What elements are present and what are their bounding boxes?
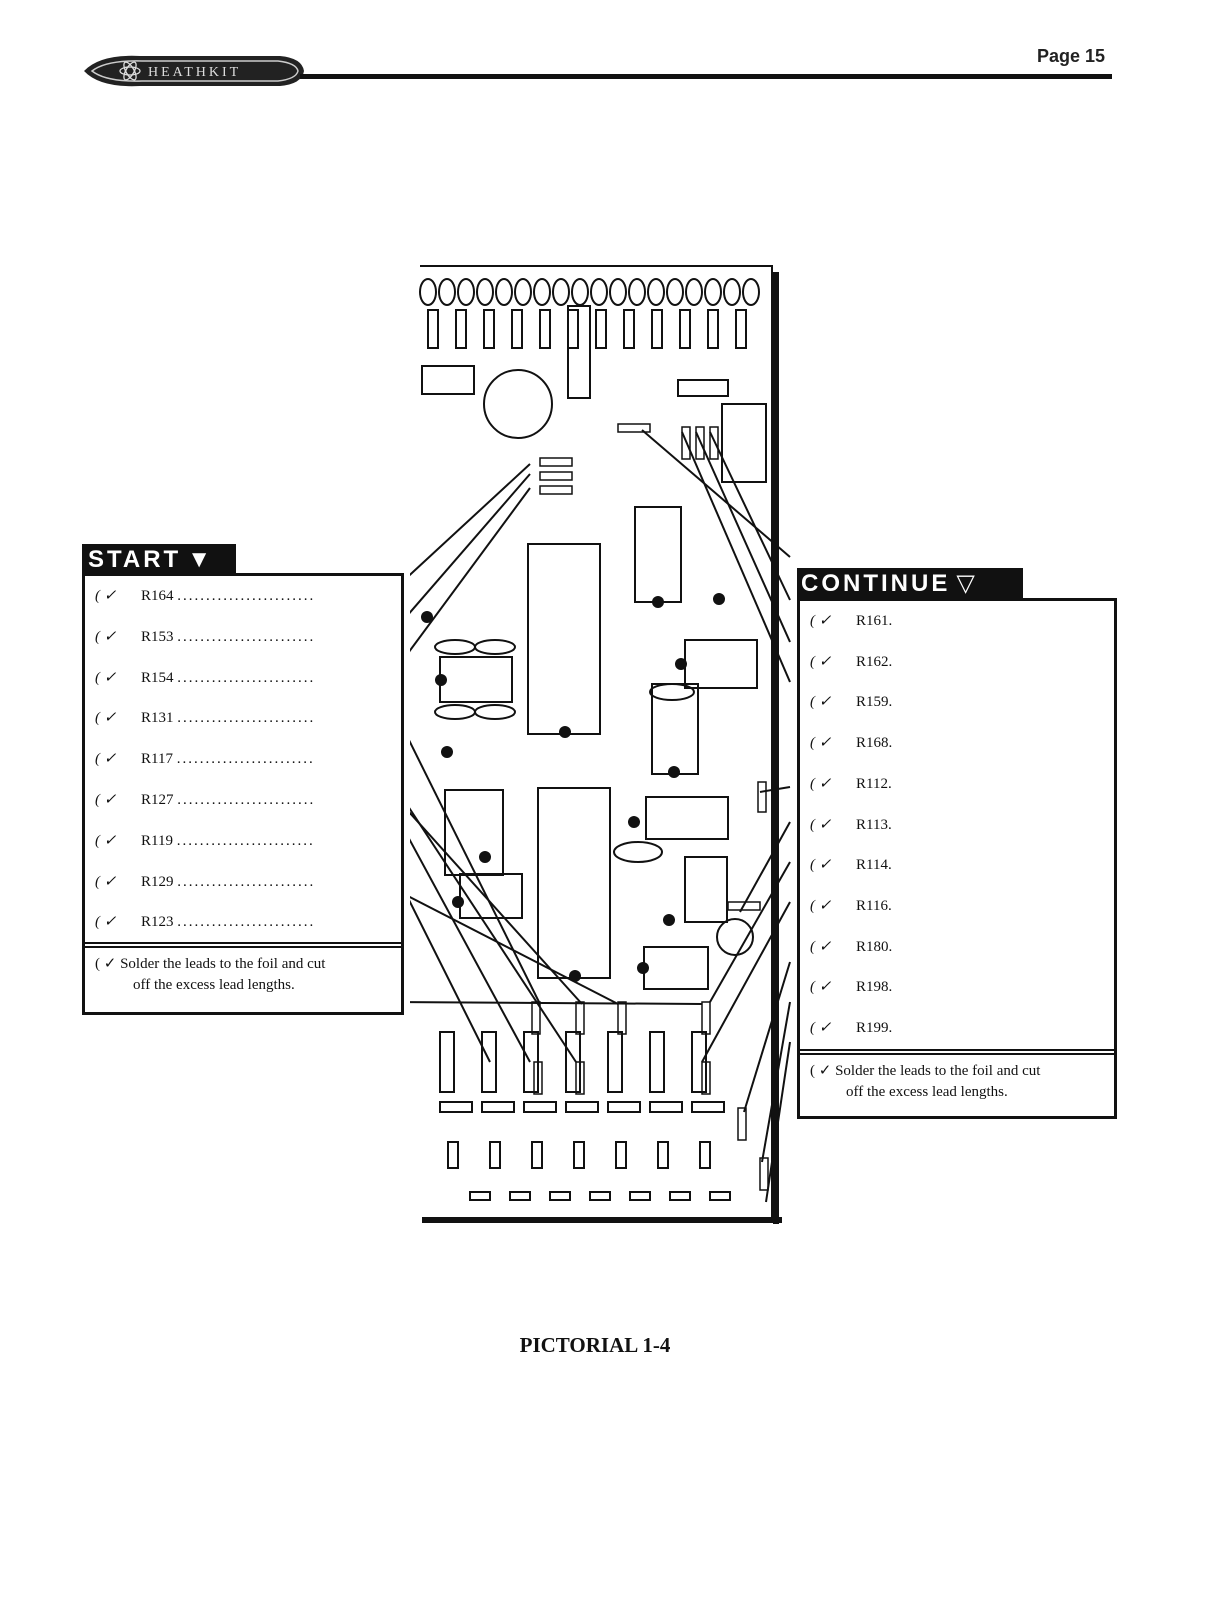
checkbox[interactable]: ( ✓	[810, 938, 832, 955]
checklist-item: ( ✓ R159.	[810, 692, 892, 711]
resistor-label: R162.	[856, 653, 893, 670]
solder-note: ( ✓ Solder the leads to the foil and cut…	[95, 954, 325, 996]
checklist-item: ( ✓ R180.	[810, 937, 892, 956]
continue-title: CONTINUE	[801, 570, 951, 597]
solder-note-check[interactable]: ( ✓	[810, 1063, 832, 1079]
checklist-item: ( ✓ R154 ........................	[95, 668, 315, 687]
checkbox[interactable]: ( ✓	[810, 979, 832, 996]
checklist-item: ( ✓ R127 ........................	[95, 790, 315, 809]
checkbox[interactable]: ( ✓	[95, 710, 117, 727]
divider	[800, 1053, 1114, 1055]
checklist-item: ( ✓ R129 ........................	[95, 872, 315, 891]
resistor-label: R127	[141, 792, 174, 808]
checklist-item: ( ✓ R168.	[810, 733, 892, 752]
checkbox[interactable]: ( ✓	[810, 897, 832, 914]
resistor-label: R116.	[856, 897, 892, 914]
checkbox[interactable]: ( ✓	[95, 588, 117, 604]
resistor-label: R154	[141, 669, 174, 686]
checklist-item: ( ✓ R161.	[810, 611, 892, 630]
resistor-label: R161.	[856, 613, 893, 629]
resistor-label: R159.	[856, 694, 893, 711]
figure-caption: PICTORIAL 1-4	[519, 1333, 671, 1357]
start-checklist: ( ✓R164 ........................( ✓R153 …	[82, 573, 404, 1015]
solder-note: ( ✓ Solder the leads to the foil and cut…	[810, 1061, 1040, 1103]
checklist-item: ( ✓ R162.	[810, 652, 892, 671]
checkbox[interactable]: ( ✓	[95, 832, 117, 849]
divider	[85, 946, 401, 948]
leader-dots: ........................	[177, 628, 316, 645]
resistor-label: R117	[141, 751, 173, 768]
atom-icon	[119, 61, 141, 81]
start-tab: START▼	[82, 544, 236, 576]
checklist-item: ( ✓ R131 ........................	[95, 708, 315, 727]
solder-note-check[interactable]: ( ✓	[95, 956, 117, 972]
resistor-label: R199.	[856, 1020, 893, 1036]
checklist-item: ( ✓ R164 ........................	[95, 586, 315, 605]
resistor-label: R113.	[856, 816, 892, 833]
resistor-label: R153	[141, 628, 174, 645]
checkbox[interactable]: ( ✓	[810, 653, 832, 670]
checklist-item: ( ✓ R153 ........................	[95, 627, 315, 646]
checkbox[interactable]: ( ✓	[810, 1020, 832, 1036]
checkbox[interactable]: ( ✓	[810, 735, 832, 752]
brand-text: HEATHKIT	[148, 65, 241, 80]
checkbox[interactable]: ( ✓	[810, 857, 832, 874]
resistor-label: R123	[141, 914, 174, 931]
leader-dots: ........................	[177, 588, 316, 604]
resistor-label: R180.	[856, 938, 893, 955]
start-title: START	[88, 546, 182, 573]
leader-dots: ........................	[176, 751, 315, 768]
checklist-item: ( ✓ R117 ........................	[95, 749, 315, 768]
checklist-item: ( ✓ R113.	[810, 815, 892, 834]
resistor-label: R129	[141, 873, 174, 890]
checkbox[interactable]: ( ✓	[95, 669, 117, 686]
continue-checklist: ( ✓ R161. ( ✓ R162. ( ✓ R159. ( ✓ R168. ( ✓ R112.…	[797, 598, 1117, 1119]
leader-dots: ........................	[177, 669, 316, 686]
solder-note-line1: Solder the leads to the foil and cut	[835, 1063, 1041, 1079]
checkbox[interactable]: ( ✓	[810, 775, 832, 792]
resistor-label: R168.	[856, 735, 893, 752]
checkbox[interactable]: ( ✓	[95, 792, 117, 808]
checklist-item: ( ✓ R119 ........................	[95, 831, 315, 850]
checkbox[interactable]: ( ✓	[95, 628, 117, 645]
circuit-board-pictorial	[410, 265, 791, 1224]
leader-dots: ........................	[177, 792, 316, 808]
checklist-item: ( ✓ R198.	[810, 977, 892, 996]
checkbox[interactable]: ( ✓	[810, 816, 832, 833]
solder-note-line2: off the excess lead lengths.	[133, 977, 295, 993]
arrow-down-outline-icon: ▽	[956, 570, 978, 597]
leader-dots: ........................	[177, 914, 316, 931]
continue-tab: CONTINUE▽	[797, 568, 1023, 600]
divider	[800, 1049, 1114, 1051]
page-number: Page 15	[1036, 46, 1105, 66]
checklist-item: ( ✓ R114.	[810, 855, 892, 874]
header-rule	[300, 74, 1112, 79]
arrow-down-icon: ▼	[187, 546, 214, 573]
leader-dots: ........................	[177, 710, 316, 727]
checkbox[interactable]: ( ✓	[95, 751, 117, 768]
resistor-label: R164	[141, 588, 174, 604]
checkbox[interactable]: ( ✓	[810, 613, 832, 629]
leader-dots: ........................	[176, 832, 315, 849]
checklist-item: ( ✓ R116.	[810, 896, 892, 915]
checkbox[interactable]: ( ✓	[810, 694, 832, 711]
heathkit-logo: HEATHKIT	[84, 55, 304, 87]
leader-dots: ........................	[177, 873, 316, 890]
divider	[85, 942, 401, 944]
resistor-label: R119	[141, 832, 173, 849]
checklist-item: ( ✓ R112.	[810, 774, 892, 793]
solder-note-line1: Solder the leads to the foil and cut	[120, 956, 326, 972]
checkbox[interactable]: ( ✓	[95, 873, 117, 890]
resistor-label: R114.	[856, 857, 892, 874]
checklist-item: ( ✓ R199.	[810, 1018, 892, 1037]
resistor-label: R112.	[856, 775, 892, 792]
resistor-label: R198.	[856, 979, 893, 996]
checkbox[interactable]: ( ✓	[95, 914, 117, 931]
solder-note-line2: off the excess lead lengths.	[846, 1084, 1008, 1100]
checklist-item: ( ✓ R123 ........................	[95, 912, 315, 931]
resistor-label: R131	[141, 710, 174, 727]
